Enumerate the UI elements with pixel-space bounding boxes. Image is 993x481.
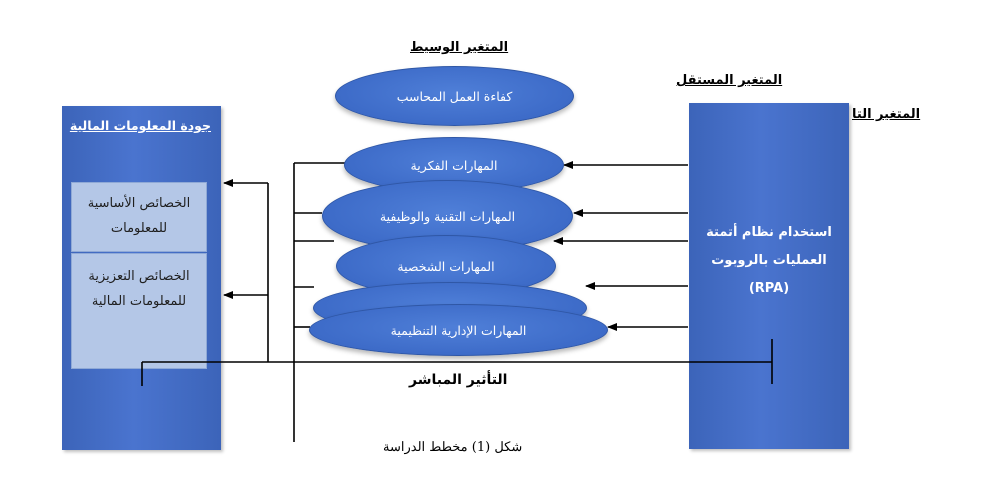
- figure-caption: شكل (1) مخطط الدراسة: [383, 440, 523, 455]
- enhancing-characteristics-box: الخصائص التعزيزية للمعلومات المالية: [71, 253, 207, 369]
- dependent-heading: المتغير التا: [852, 107, 921, 122]
- accountant-efficiency-label: كفاءة العمل المحاسب: [396, 88, 513, 104]
- technical-skills-label: المهارات التقنية والوظيفية: [379, 208, 516, 224]
- technical-skills-ellipse: المهارات التقنية والوظيفية: [322, 180, 573, 252]
- basic-characteristics-box: الخصائص الأساسية للمعلومات: [71, 182, 207, 252]
- administrative-skills-label: المهارات الإدارية التنظيمية: [390, 322, 527, 338]
- rpa-line-1: استخدام نظام أتمتة: [706, 225, 832, 240]
- basic-characteristics-label: الخصائص الأساسية للمعلومات: [87, 196, 191, 236]
- personal-skills-label: المهارات الشخصية: [397, 258, 495, 274]
- enhancing-characteristics-label: الخصائص التعزيزية للمعلومات المالية: [88, 269, 190, 309]
- accountant-efficiency-ellipse: كفاءة العمل المحاسب: [335, 66, 574, 126]
- rpa-box: استخدام نظام أتمتة العمليات بالروبوت (RP…: [689, 103, 849, 449]
- rpa-line-2: العمليات بالروبوت: [711, 253, 827, 268]
- independent-heading: المتغير المستقل: [676, 73, 783, 88]
- direct-effect-label: التأثير المباشر: [409, 372, 508, 388]
- mediator-heading: المتغير الوسيط: [410, 40, 509, 55]
- administrative-skills-ellipse: المهارات الإدارية التنظيمية: [309, 304, 608, 356]
- intellectual-skills-label: المهارات الفكرية: [410, 157, 498, 173]
- rpa-label: استخدام نظام أتمتة العمليات بالروبوت (RP…: [689, 219, 849, 303]
- rpa-line-3: (RPA): [748, 281, 790, 296]
- financial-info-quality-title: جودة المعلومات المالية: [69, 118, 211, 133]
